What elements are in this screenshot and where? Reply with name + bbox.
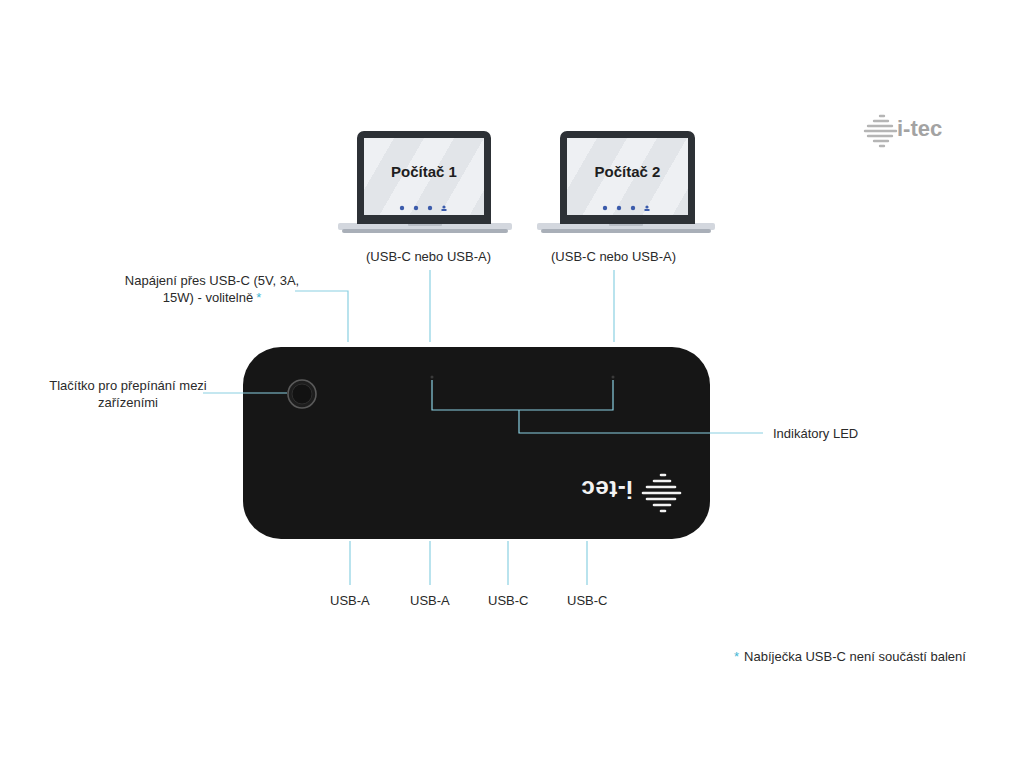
- label-box: (USB-C nebo USB-A): [366, 248, 491, 265]
- logo-stripe: [647, 498, 675, 501]
- watermark: i-tec: [897, 116, 942, 141]
- logo-stripe: [880, 145, 884, 147]
- leader-line: [507, 541, 508, 585]
- leader-line: [586, 541, 587, 585]
- port-label: USB-C: [567, 593, 607, 608]
- logo-stripe: [874, 140, 888, 142]
- label-box: Tlačítko pro přepínání mezi zařízeními: [48, 377, 208, 411]
- port-label: USB-A: [330, 593, 370, 608]
- label-box: Napájení přes USB-C (5V, 3A, 15W) - voli…: [122, 272, 302, 306]
- power-note: Napájení přes USB-C (5V, 3A, 15W) - voli…: [125, 273, 299, 305]
- screen-icon: [645, 209, 650, 211]
- logo-stripe: [865, 130, 896, 132]
- logo-arrow: [643, 475, 680, 511]
- label-box: USB-A: [330, 592, 370, 609]
- leader-line: [429, 541, 430, 585]
- footnote-mark: *: [256, 290, 261, 305]
- led-note: Indikátory LED: [773, 426, 858, 441]
- switch-button-top: [292, 384, 312, 404]
- screen-icon: [428, 206, 432, 210]
- button-note: Tlačítko pro přepínání mezi zařízeními: [49, 378, 207, 410]
- screen-icon: [414, 206, 418, 210]
- screen-title: Počítač 2: [595, 163, 661, 180]
- leader-line: [429, 270, 430, 342]
- screen-icon: [603, 206, 607, 210]
- logo-stripe: [874, 120, 888, 122]
- port-label: USB-C: [488, 593, 528, 608]
- device-details: [243, 347, 710, 539]
- logo-stripe: [661, 510, 665, 513]
- screen-icon: [400, 206, 404, 210]
- leader-line: [295, 291, 348, 342]
- screen-icon: [442, 209, 447, 211]
- screen-icon: [617, 206, 621, 210]
- laptop-base: [338, 223, 512, 233]
- label-box: (USB-C nebo USB-A): [551, 248, 676, 265]
- footnote-mark: *: [734, 649, 739, 664]
- screen-icon: [631, 206, 635, 210]
- led-indicator: [431, 376, 434, 379]
- label-box: Indikátory LED: [773, 425, 858, 442]
- screen-icon: [442, 205, 445, 208]
- device-logo: i-tec: [581, 475, 633, 503]
- laptop-deck: [338, 223, 512, 230]
- leader-line: [203, 392, 287, 393]
- screen-icons: [364, 201, 484, 213]
- laptop-base: [537, 223, 715, 233]
- logo-stripe: [880, 115, 884, 117]
- label-box: i-tec: [897, 116, 942, 142]
- logo-stripe: [647, 486, 675, 489]
- laptop-screen: Počítač 1: [357, 131, 491, 224]
- screen-icons: [567, 201, 687, 213]
- label-box: USB-A: [410, 592, 450, 609]
- port-label: (USB-C nebo USB-A): [366, 249, 491, 264]
- logo-stripe: [868, 135, 892, 137]
- switch-hub: i-tec: [243, 347, 710, 539]
- logo-stripe: [661, 474, 665, 477]
- footnote-text: Nabíječka USB-C není součástí balení: [744, 649, 966, 664]
- laptop-lip: [342, 229, 508, 233]
- screen-icon: [645, 205, 648, 208]
- laptop-screen: Počítač 2: [560, 131, 695, 224]
- logo-stripe: [654, 480, 670, 483]
- laptop-lip: [541, 229, 711, 233]
- screen-title: Počítač 1: [391, 163, 457, 180]
- port-label: (USB-C nebo USB-A): [551, 249, 676, 264]
- label-box: USB-C: [567, 592, 607, 609]
- logo-stripe: [643, 492, 680, 495]
- logo-stripe: [654, 504, 670, 507]
- led-bracket: [432, 380, 613, 410]
- laptop-deck: [537, 223, 715, 230]
- label-box: * Nabíječka USB-C není součástí balení: [734, 648, 966, 665]
- leader-line: [613, 270, 614, 342]
- leader-line: [349, 541, 350, 585]
- logo-stripe: [868, 125, 892, 127]
- label-box: USB-C: [488, 592, 528, 609]
- switch-button: [288, 380, 316, 408]
- port-label: USB-A: [410, 593, 450, 608]
- logo-arrow: [865, 116, 896, 146]
- led-indicator: [612, 376, 615, 379]
- leader-line: [519, 410, 763, 433]
